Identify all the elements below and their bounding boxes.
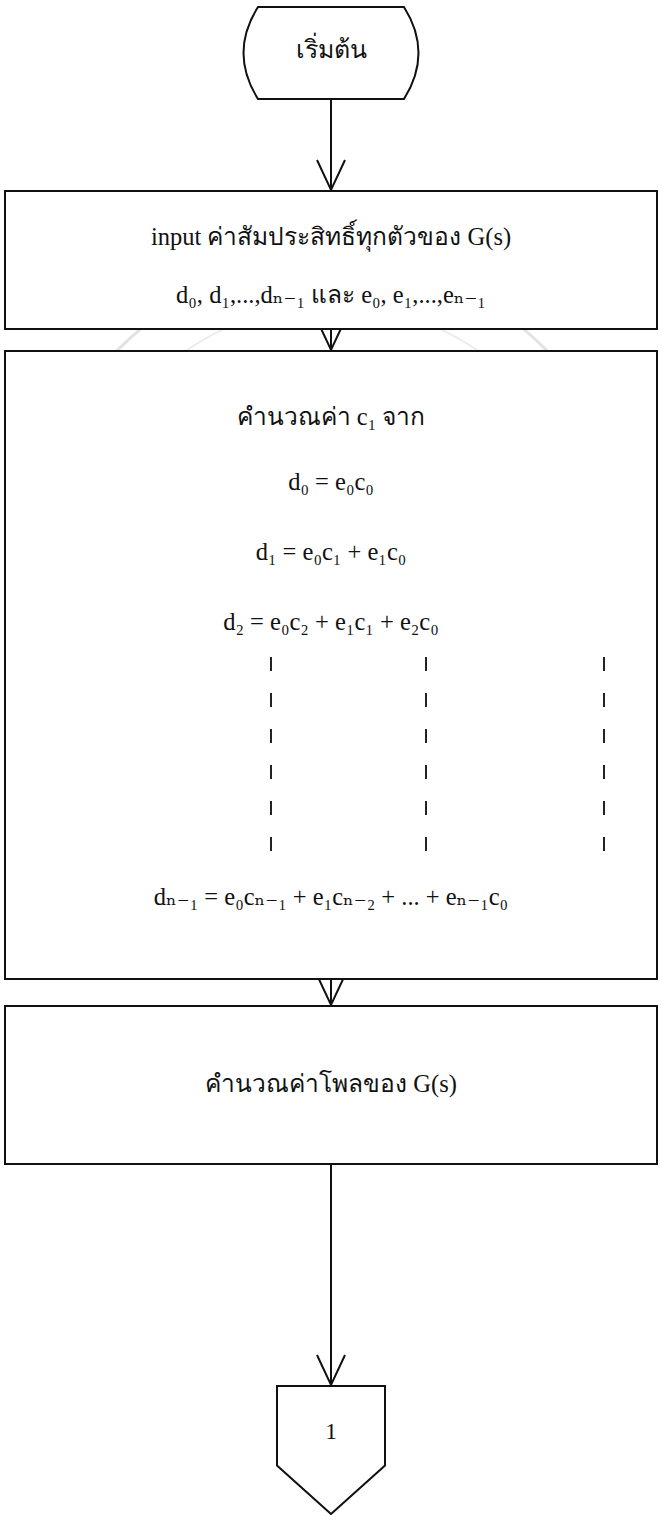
- node-label: 1: [276, 1417, 386, 1446]
- input-box: input ค่าสัมประสิทธิ์ทุกตัวของ G(s) d₀, d…: [4, 190, 658, 330]
- process-box: คำนวณค่า c₁ จาก d₀ = e₀c₀ d₁ = e₀c₁ + e₁c₀…: [4, 350, 658, 980]
- offpage-outline: [276, 1385, 386, 1515]
- process-box: คำนวณค่าโพลของ G(s): [4, 1005, 658, 1165]
- flow-arrow: [317, 100, 345, 190]
- equation: d₁ = e₀c₁ + e₁c₀: [6, 537, 656, 568]
- offpage-border: [277, 1386, 385, 1514]
- node-label: คำนวณค่าโพลของ G(s): [6, 1069, 656, 1100]
- start-terminator: เริ่มต้น: [228, 6, 434, 100]
- equation: d₀ = e₀c₀: [6, 467, 656, 498]
- ellipsis-dots: [270, 657, 272, 867]
- ellipsis-dots: [603, 657, 605, 867]
- node-label: d₀, d₁,...,dₙ₋₁ และ e₀, e₁,...,eₙ₋₁: [6, 280, 656, 311]
- flow-arrow: [317, 1165, 345, 1385]
- equation: d₂ = e₀c₂ + e₁c₁ + e₂c₀: [6, 607, 656, 638]
- offpage-connector: 1: [276, 1385, 386, 1515]
- node-label: เริ่มต้น: [228, 34, 434, 65]
- node-label: input ค่าสัมประสิทธิ์ทุกตัวของ G(s): [6, 222, 656, 253]
- ellipsis-dots: [425, 657, 427, 867]
- node-label: คำนวณค่า c₁ จาก: [6, 402, 656, 433]
- equation: dₙ₋₁ = e₀cₙ₋₁ + e₁cₙ₋₂ + ... + eₙ₋₁c₀: [6, 882, 656, 913]
